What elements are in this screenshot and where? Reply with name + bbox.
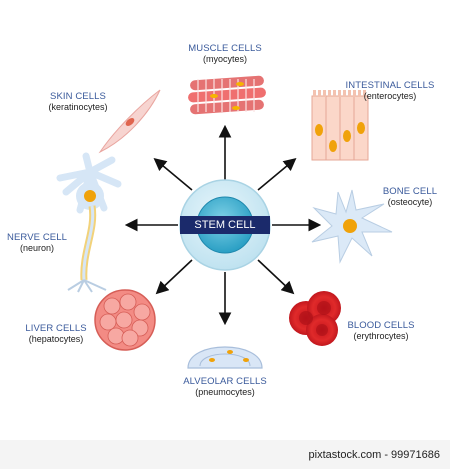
label-intestinal-title: INTESTINAL CELLS [345, 80, 435, 91]
label-skin-sub: (keratinocytes) [48, 102, 108, 112]
intestinal-cells-illustration [311, 90, 369, 161]
label-alveolar-title: ALVEOLAR CELLS [183, 376, 267, 387]
arrow-to-intestinal [257, 157, 297, 191]
label-muscle-sub: (myocytes) [202, 54, 247, 64]
muscle-cells-illustration [188, 75, 266, 115]
arrows [124, 124, 322, 326]
arrow-to-liver [155, 259, 193, 295]
label-liver-sub: (hepatocytes) [28, 334, 84, 344]
label-skin-title: SKIN CELLS [50, 91, 106, 102]
label-nerve-sub: (neuron) [19, 243, 55, 253]
label-blood-sub: (erythrocytes) [353, 331, 409, 341]
label-intestinal-sub: (enterocytes) [363, 91, 417, 101]
footer-bar: pixtastock.com - 99971686 [0, 440, 450, 469]
bone-cell-illustration [311, 189, 393, 264]
arrow-to-skin [153, 157, 193, 191]
label-liver-title: LIVER CELLS [25, 323, 87, 334]
stem-cell-label: STEM CELL [194, 219, 256, 231]
label-alveolar-cells: ALVEOLAR CELLS (pneumocytes) [176, 376, 274, 398]
label-skin-cells: SKIN CELLS (keratinocytes) [38, 91, 118, 113]
label-bone-title: BONE CELL [382, 186, 438, 197]
label-liver-cells: LIVER CELLS (hepatocytes) [16, 323, 96, 345]
label-muscle-title: MUSCLE CELLS [188, 43, 262, 54]
label-muscle-cells: MUSCLE CELLS (myocytes) [184, 43, 266, 65]
label-bone-cell: BONE CELL (osteocyte) [378, 186, 442, 208]
label-intestinal-cells: INTESTINAL CELLS (enterocytes) [338, 80, 442, 102]
stem-cell-label-bg [180, 216, 270, 234]
label-nerve-title: NERVE CELL [7, 232, 67, 243]
skin-cell-illustration [98, 89, 161, 154]
liver-cells-illustration [94, 289, 156, 351]
label-blood-cells: BLOOD CELLS (erythrocytes) [338, 320, 424, 342]
arrow-to-blood [257, 259, 295, 295]
stem-cell [179, 179, 271, 271]
label-alveolar-sub: (pneumocytes) [195, 387, 255, 397]
blood-cells-illustration [289, 291, 341, 346]
label-nerve-cell: NERVE CELL (neuron) [2, 232, 72, 254]
label-blood-title: BLOOD CELLS [347, 320, 415, 331]
nerve-cell-illustration [56, 152, 122, 293]
alveolar-cells-illustration [187, 346, 263, 369]
label-bone-sub: (osteocyte) [387, 197, 433, 207]
footer-credit: pixtastock.com - 99971686 [308, 449, 440, 461]
